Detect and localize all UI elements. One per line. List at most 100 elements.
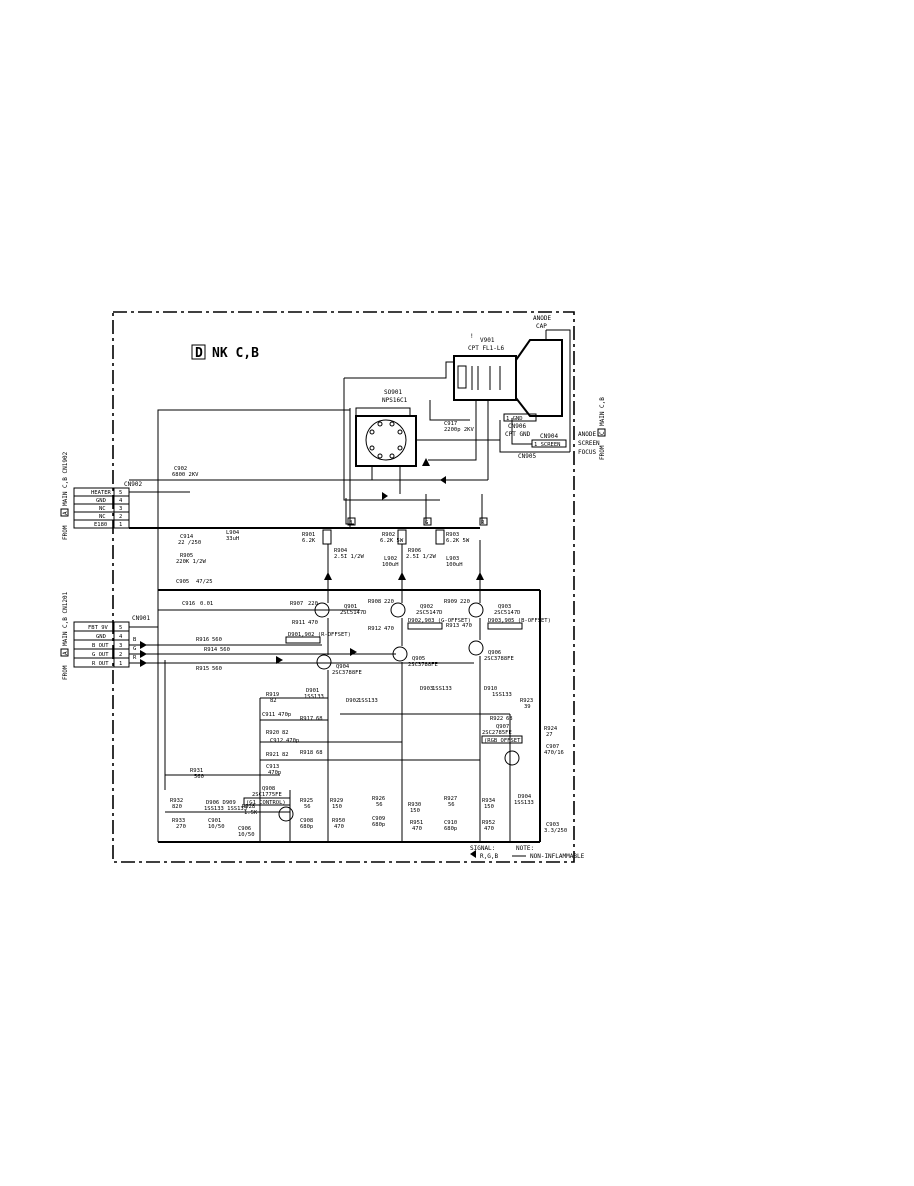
cn901-pin-label: FBT 9V [88, 625, 109, 631]
label-d901-val: 1SS133 [304, 694, 324, 700]
cn902-pin-label: GND [96, 498, 106, 504]
label-c906-val: 10/50 [238, 832, 255, 838]
label-d904-val: 1SS133 [514, 800, 534, 806]
label-r911-val: 470 [308, 620, 318, 626]
label-q901-ref: Q901 [344, 604, 357, 610]
label-l902-ref: L902 [384, 556, 397, 562]
cpt-gnd-box [503, 413, 537, 422]
legend-signal-label: SIGNAL: [470, 845, 495, 852]
board-title: NK C,B [212, 346, 259, 361]
label-r912-val: 470 [384, 626, 394, 632]
label-r921-ref: R921 [266, 752, 279, 758]
rc-label-anode: ANODE [578, 431, 596, 438]
label-d910-ref: D910 [484, 686, 497, 692]
board-letter: D [195, 346, 203, 361]
label-r902-val: 6.2K 5W [380, 538, 404, 544]
label-r930-val: 150 [410, 808, 420, 814]
label-r914-val: 560 [220, 647, 230, 653]
label-r927-ref: R927 [444, 796, 457, 802]
q904-symbol [316, 654, 332, 670]
cn902-pin-label: NC [99, 506, 106, 512]
label-d901-ref: D901 [306, 688, 319, 694]
label-l903-val: 100uH [446, 562, 463, 568]
label-q908-ref: Q908 [262, 786, 275, 792]
label-c901-val: 10/50 [208, 824, 225, 830]
cn902-pin-label: E180 [94, 522, 107, 528]
sub-q903: D903,905 (B-OFFSET) [488, 618, 551, 624]
label-r923-val: 39 [524, 704, 531, 710]
crt-ref: V901 [480, 337, 495, 344]
label-r907-ref: R907 [290, 601, 303, 607]
label-c903-ref: C903 [546, 822, 559, 828]
label-r950-val: 470 [334, 824, 344, 830]
cn902-pin-label: NC [99, 514, 106, 520]
q901-symbol [314, 602, 330, 618]
sub-q907: (RGB OFFSET) [484, 738, 524, 744]
label-r913-val: 470 [462, 623, 472, 629]
label-r931-val: 560 [194, 774, 204, 780]
cn901-connector: CN901 FBT 9V 5 GND 4 B OUT 3 G OUT 2 R O… [60, 591, 150, 680]
label-q906-ref: Q906 [488, 650, 501, 656]
label-r924-ref: R924 [544, 726, 558, 732]
board-outline [112, 311, 575, 863]
label-r918-val: 68 [316, 750, 323, 756]
anode-label: ANODE [533, 315, 551, 322]
label-r916-ref: R916 [196, 637, 209, 643]
cn902-pin-num: 5 [119, 490, 122, 496]
label-d904-ref: D904 [518, 794, 532, 800]
label-q902-val: 2SC5147D [416, 610, 443, 616]
marker-r: R [481, 520, 485, 526]
cn902-body [73, 487, 130, 529]
label-r933-ref: R933 [172, 818, 185, 824]
label-r929-val: 150 [332, 804, 342, 810]
q903-symbol [468, 602, 484, 618]
label-r951-val: 470 [412, 826, 422, 832]
bus-label-b: B [133, 637, 137, 643]
cpt-gnd-label: CPT GND [505, 431, 531, 438]
label-c917-ref: C917 [444, 421, 457, 427]
label-r903-ref: R903 [446, 532, 459, 538]
label-l902-val: 100uH [382, 562, 399, 568]
wiring [129, 329, 571, 843]
sub-q908: (G1 CONTROL) [246, 800, 286, 806]
cn901-pin-label: B OUT [92, 643, 109, 649]
label-c911-val: 470p [278, 712, 291, 718]
label-c913-ref: C913 [266, 764, 279, 770]
label-d903-val: 1SS133 [432, 686, 452, 692]
label-r950-ref: R950 [332, 818, 345, 824]
label-r906-val: 2.5I 1/2W [406, 554, 436, 560]
label-d902-ref: D902 [346, 698, 359, 704]
cn902-side-box: A [62, 511, 69, 515]
label-r903-val: 6.2K 5W [446, 538, 470, 544]
label-q906-val: 2SC3788FE [484, 656, 514, 662]
label-r931-ref: R931 [190, 768, 203, 774]
label-r909-val: 220 [460, 599, 470, 605]
r903-body [435, 529, 445, 545]
cn901-pin-num: 2 [119, 652, 122, 658]
cn901-pin-label: G OUT [92, 652, 109, 658]
label-r919-val: 82 [270, 698, 277, 704]
label-c908-ref: C908 [300, 818, 313, 824]
cn902-pin-label: HEATER [91, 490, 112, 496]
label-r917-val: 68 [316, 716, 323, 722]
cn901-pin-num: 5 [119, 625, 122, 631]
label-r952-val: 470 [484, 826, 494, 832]
label-r902-ref: R902 [382, 532, 395, 538]
r902-body [397, 529, 407, 545]
label-c906-ref: C906 [238, 826, 251, 832]
cn902-side-from: FROM [62, 525, 69, 540]
socket-part: NPS16C1 [382, 397, 408, 404]
crt-socket: SO901 NPS16C1 [355, 389, 417, 467]
cn902-pin-num: 3 [119, 506, 122, 512]
label-q907-ref: Q907 [496, 724, 509, 730]
label-q903-ref: Q903 [498, 604, 511, 610]
label-r920-val: 82 [282, 730, 289, 736]
label-r922-val: 68 [506, 716, 513, 722]
cn902-pin-num: 2 [119, 514, 122, 520]
label-d902-val: 1SS133 [358, 698, 378, 704]
label-r926-val: 56 [376, 802, 383, 808]
label-r926-ref: R926 [372, 796, 385, 802]
cn901-pin-label: GND [96, 634, 106, 640]
label-r934-val: 150 [484, 804, 494, 810]
cn902-side-name: MAIN C,B CN1902 [62, 451, 69, 506]
